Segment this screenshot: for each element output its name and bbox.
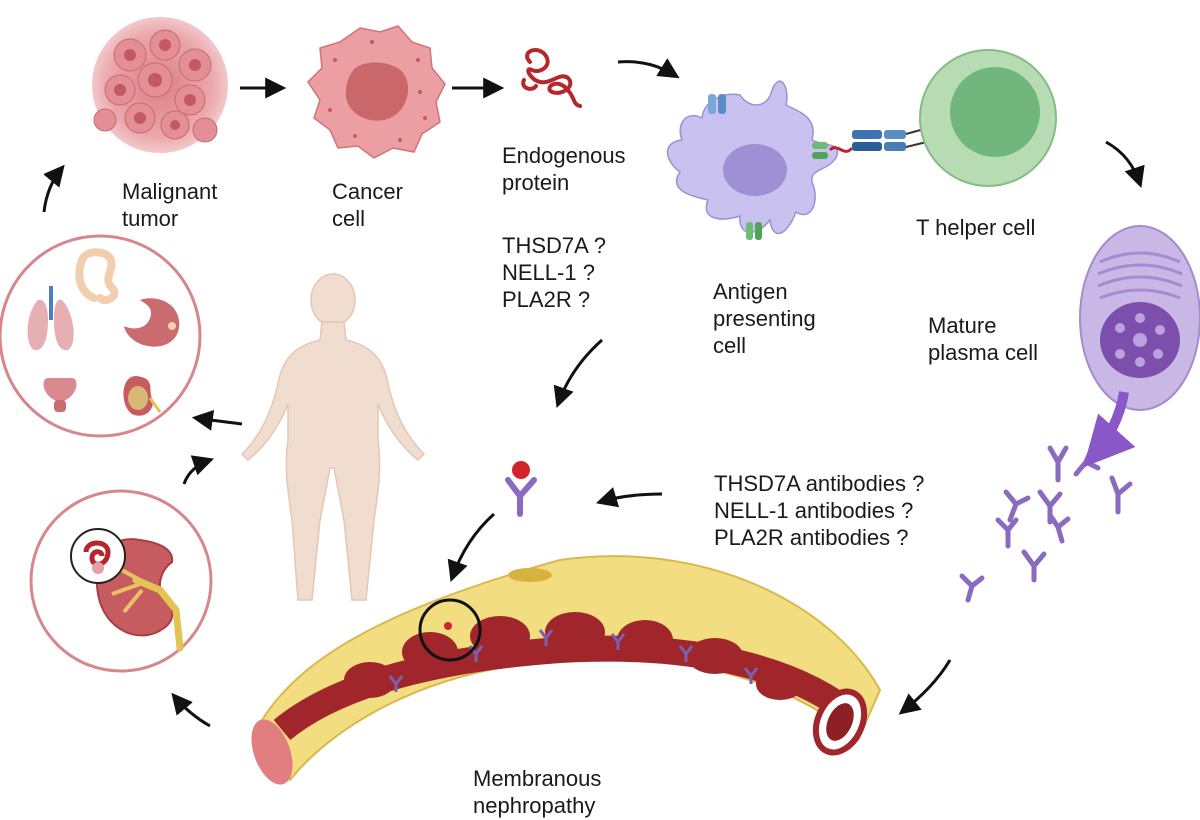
label-t-helper-cell: T helper cell [916,215,1036,240]
label-cancer-cell: Cancer cell [332,179,403,231]
secretion-arrow [1083,391,1136,468]
t-helper-cell-icon [919,49,1057,187]
blood-vessel-icon [251,555,882,785]
label-membranous-nephropathy: Membranous nephropathy [473,766,602,818]
label-endogenous-protein: Endogenous protein [502,143,626,195]
label-candidate-antigens: THSD7A ? NELL-1 ? PLA2R ? [502,233,606,312]
magnifier-circle-icon [70,528,126,584]
organs-circle-icon [0,234,202,438]
label-malignant-tumor: Malignant tumor [122,179,218,231]
label-candidate-antibodies: THSD7A antibodies ? NELL-1 antibodies ? … [714,471,925,550]
label-antigen-presenting-cell: Antigen presenting cell [713,279,816,358]
label-mature-plasma-cell: Mature plasma cell [928,313,1039,365]
antibody-antigen-complex-icon [505,461,537,517]
t-cell-receptor-icon [852,125,936,151]
antigen-presenting-cell-icon [666,80,854,240]
cancer-cell-icon [307,25,446,159]
antibody-cloud-icon [959,445,1133,603]
kidney-circle-icon [29,489,213,673]
tumor-cluster-icon [92,17,228,153]
human-body-icon [240,273,426,601]
plasma-cell-icon [1079,225,1200,411]
flow-arrows [42,58,1145,728]
protein-strand-icon [521,48,582,108]
